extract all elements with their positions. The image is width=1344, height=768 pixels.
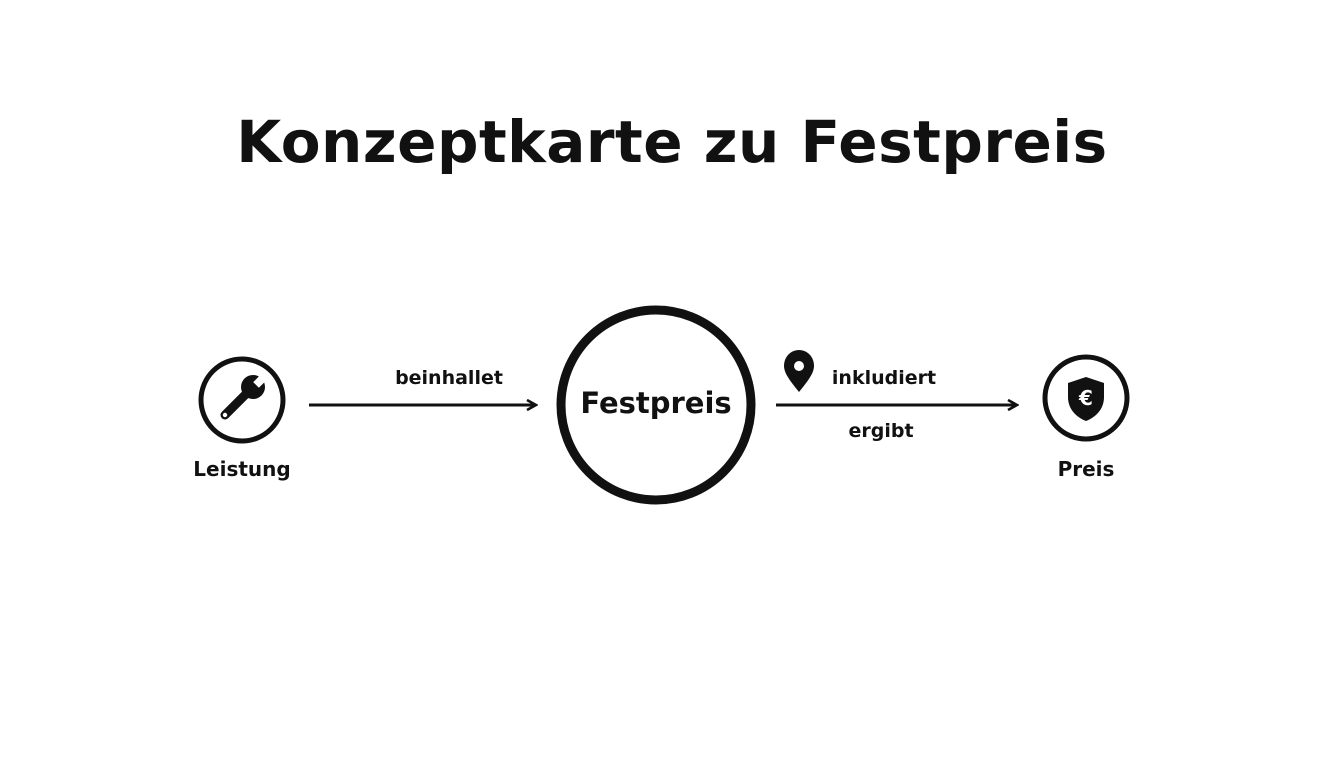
euro-shield-icon: € bbox=[1068, 377, 1104, 421]
edge-left-to-center-label: beinhallet bbox=[395, 367, 503, 389]
wrench-icon bbox=[220, 372, 269, 420]
right-node: € bbox=[1042, 354, 1130, 442]
svg-text:€: € bbox=[1078, 386, 1093, 410]
edge-center-to-right-top-label: inkludiert bbox=[831, 367, 937, 389]
center-node-label: Festpreis bbox=[580, 386, 732, 420]
right-node-label: Preis bbox=[1057, 457, 1115, 481]
center-node bbox=[556, 305, 756, 505]
left-node bbox=[198, 356, 286, 444]
location-pin-icon bbox=[784, 350, 814, 392]
diagram-title: Konzeptkarte zu Festpreis bbox=[236, 108, 1108, 176]
left-node-label: Leistung bbox=[193, 457, 291, 481]
edge-center-to-right-bottom-label: ergibt bbox=[848, 420, 914, 442]
